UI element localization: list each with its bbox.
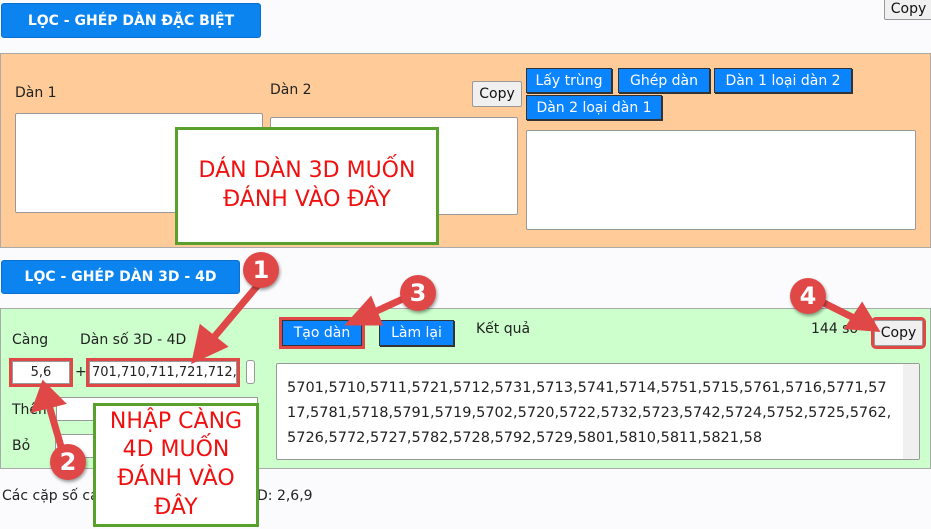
dan1-label: Dàn 1 [15, 85, 57, 101]
special-copy-button[interactable]: Copy [472, 81, 522, 107]
cang-input[interactable]: 5,6 [9, 358, 73, 387]
cang-label: Càng [12, 332, 49, 348]
bo-label: Bỏ [12, 438, 31, 454]
step-2-badge: 2 [50, 444, 86, 480]
step-3-badge: 3 [400, 275, 436, 311]
dan1-exclude-dan2-button[interactable]: Dàn 1 loại dàn 2 [714, 68, 852, 93]
result-copy-button[interactable]: Copy [871, 317, 926, 349]
footer-text-right: D: 2,6,9 [257, 488, 313, 504]
top-copy-button[interactable]: Copy [884, 0, 931, 20]
filter-3d-4d-button[interactable]: LỌC - GHÉP DÀN 3D - 4D [1, 260, 240, 294]
reset-button[interactable]: Làm lại [379, 320, 454, 346]
plus-sign: + [75, 364, 87, 380]
arrow-2-head [30, 379, 67, 413]
create-button[interactable]: Tạo dàn [279, 317, 365, 349]
callout-enter-cang: NHẬP CÀNG 4D MUỐN ĐÁNH VÀO ĐÂY [93, 403, 259, 527]
small-input[interactable] [246, 360, 255, 384]
result-label: Kết quả [476, 321, 531, 337]
arrow-3-head [344, 295, 384, 326]
danso-input[interactable]: 701,710,711,721,712,7 [86, 358, 240, 387]
danso-label: Dàn số 3D - 4D [80, 332, 187, 348]
result-count: 144 số [811, 321, 859, 337]
callout-paste-3d: DÁN DÀN 3D MUỐN ĐÁNH VÀO ĐÂY [175, 127, 439, 245]
arrow-1-head [191, 323, 229, 365]
dan2-exclude-dan1-button[interactable]: Dàn 2 loại dàn 1 [526, 95, 662, 120]
merge-button[interactable]: Ghép dàn [618, 68, 710, 93]
step-1-badge: 1 [243, 252, 279, 288]
footer-text-left: Các cặp số cá [2, 488, 99, 504]
result-textarea[interactable]: 5701,5710,5711,5721,5712,5731,5713,5741,… [276, 363, 920, 460]
intersect-button[interactable]: Lấy trùng [526, 68, 612, 93]
arrow-1 [206, 281, 262, 346]
arrow-2 [44, 398, 66, 454]
arrow-4-head [843, 301, 881, 333]
special-result-textarea[interactable] [526, 130, 916, 230]
result-scrollbar[interactable] [903, 364, 919, 459]
step-4-badge: 4 [790, 278, 826, 314]
dan2-label: Dàn 2 [270, 82, 312, 98]
filter-special-button[interactable]: LỌC - GHÉP DÀN ĐẶC BIỆT [1, 3, 261, 38]
